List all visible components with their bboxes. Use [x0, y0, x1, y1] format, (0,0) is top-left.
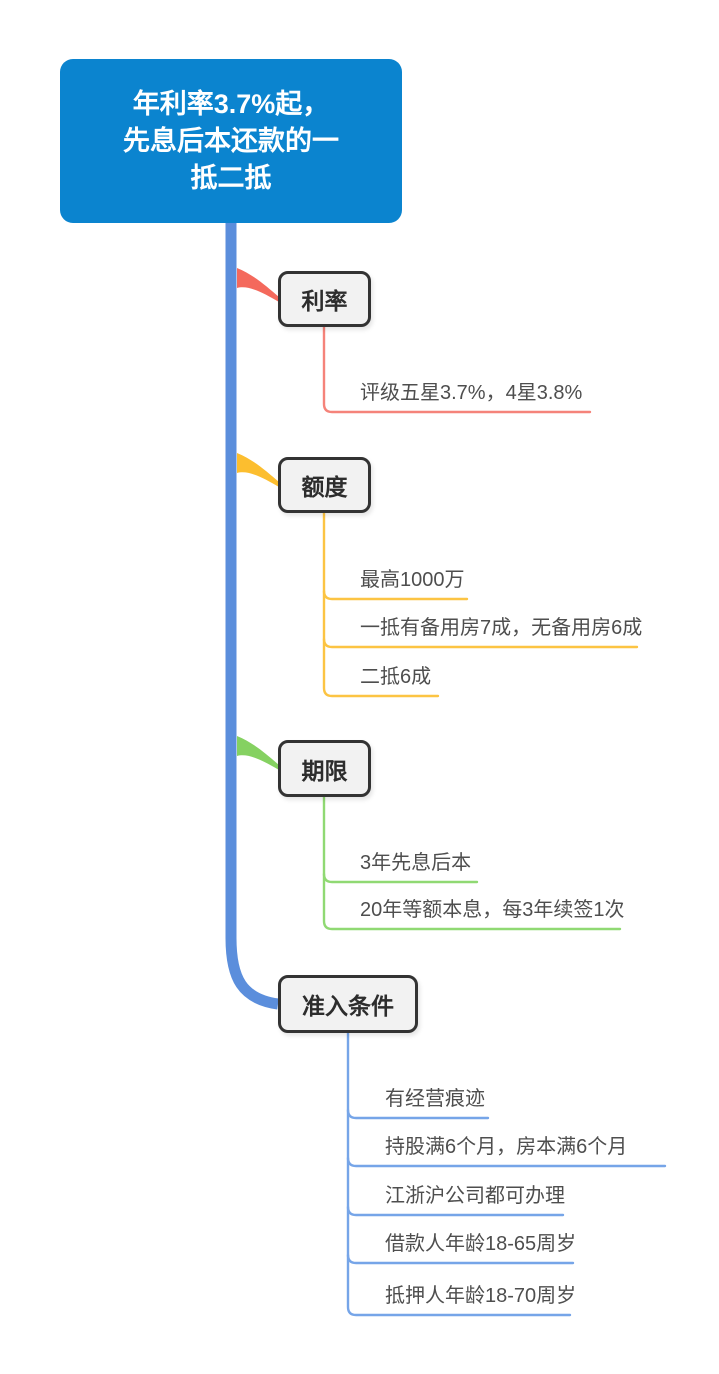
root-topic-line: 年利率3.7%起，: [132, 88, 330, 119]
child-topic-amount-3[interactable]: 二抵6成: [360, 666, 432, 688]
child-topic-rate-1[interactable]: 评级五星3.7%，4星3.8%: [360, 382, 583, 404]
topic-term[interactable]: 期限: [278, 740, 371, 797]
child-line-access-main: [346, 1031, 572, 1317]
child-line-amount-main: [322, 511, 440, 698]
child-topic-term-1[interactable]: 3年先息后本: [360, 852, 472, 874]
child-topic-access-3[interactable]: 江浙沪公司都可办理: [385, 1185, 565, 1207]
root-topic-line: 抵二抵: [190, 162, 272, 193]
child-topic-amount-1[interactable]: 最高1000万: [360, 569, 465, 591]
child-topic-access-2[interactable]: 持股满6个月，房本满6个月: [385, 1136, 628, 1158]
child-topic-access-1[interactable]: 有经营痕迹: [385, 1088, 485, 1110]
topic-rate[interactable]: 利率: [278, 271, 371, 327]
child-line-access-4: [346, 1253, 575, 1265]
branch-curve-amount: [237, 453, 279, 487]
child-line-access-1: [346, 1108, 490, 1120]
root-topic-line: 先息后本还款的一: [123, 125, 339, 156]
topic-amount[interactable]: 额度: [278, 457, 371, 513]
child-line-rate-1: [322, 325, 592, 414]
branch-curve-term: [237, 736, 279, 770]
child-topic-amount-2[interactable]: 一抵有备用房7成，无备用房6成: [360, 617, 643, 639]
branch-curve-rate: [237, 268, 279, 302]
root-topic[interactable]: 年利率3.7%起， 先息后本还款的一 抵二抵: [60, 59, 402, 223]
child-line-access-3: [346, 1205, 565, 1217]
child-line-access-2: [346, 1156, 667, 1168]
child-line-amount-2: [322, 637, 639, 649]
child-topic-access-4[interactable]: 借款人年龄18-65周岁: [385, 1233, 577, 1255]
child-topic-access-5[interactable]: 抵押人年龄18-70周岁: [385, 1285, 577, 1307]
trunk-line: [225, 222, 279, 1010]
child-line-amount-1: [322, 589, 469, 601]
child-line-term-main: [322, 795, 622, 931]
child-topic-term-2[interactable]: 20年等额本息，每3年续签1次: [360, 899, 625, 921]
child-line-term-1: [322, 872, 479, 884]
topic-access[interactable]: 准入条件: [278, 975, 418, 1033]
